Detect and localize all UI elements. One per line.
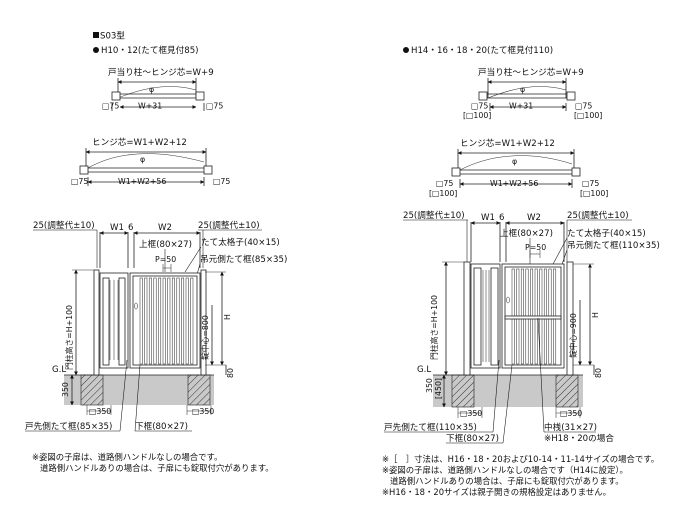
svg-text:φ: φ <box>140 155 145 164</box>
svg-text:H14・16・18・20(たて框見付110): H14・16・18・20(たて框見付110) <box>411 44 553 56</box>
svg-text:G.L: G.L <box>417 365 431 375</box>
lattice-bar <box>185 277 189 365</box>
svg-text:錠中心=800: 錠中心=800 <box>200 315 210 360</box>
svg-text:25(調整代±10): 25(調整代±10) <box>403 209 465 221</box>
lattice-bar <box>153 277 157 365</box>
svg-text:G.L: G.L <box>52 365 66 375</box>
svg-text:W1+W2+56: W1+W2+56 <box>118 177 166 186</box>
svg-text:φ: φ <box>149 85 154 94</box>
svg-text:25(調整代±10): 25(調整代±10) <box>567 209 629 221</box>
svg-text:[□100]: [□100] <box>574 111 602 120</box>
left-note-2: 道路側ハンドルありの場合は、子扉にも錠取付穴があります。 <box>40 463 274 473</box>
svg-text:戸先側たて框(110×35): 戸先側たて框(110×35) <box>384 421 477 433</box>
svg-text:80: 80 <box>594 368 603 378</box>
svg-text:H10・12(たて框見付85): H10・12(たて框見付85) <box>101 44 199 56</box>
model-label: S03型 <box>93 31 125 42</box>
svg-text:□75: □75 <box>582 179 599 188</box>
right-note-3: 道路側ハンドルありの場合は、子扉にも錠取付穴があります。 <box>390 476 624 486</box>
svg-text:錠中心=900: 錠中心=900 <box>568 313 578 358</box>
svg-text:たて太格子(40×15): たて太格子(40×15) <box>201 236 280 248</box>
svg-text:中桟(31×27): 中桟(31×27) <box>544 421 597 433</box>
lattice-bar <box>167 277 171 365</box>
lattice-bar <box>181 277 185 365</box>
svg-text:戸当り柱～ヒンジ芯=W+9: 戸当り柱～ヒンジ芯=W+9 <box>108 66 214 78</box>
svg-text:350: 350 <box>425 378 434 393</box>
svg-text:吊元側たて框(85×35): 吊元側たて框(85×35) <box>200 253 287 265</box>
svg-text:W2: W2 <box>527 213 541 223</box>
svg-text:ヒンジ芯=W1+W2+12: ヒンジ芯=W1+W2+12 <box>460 137 555 149</box>
svg-text:P=50: P=50 <box>525 243 546 252</box>
svg-text:戸先側たて框(85×35): 戸先側たて框(85×35) <box>25 420 112 432</box>
svg-text:P=50: P=50 <box>155 255 176 264</box>
svg-text:吊元側たて框(110×35): 吊元側たて框(110×35) <box>567 239 660 251</box>
svg-text:下框(80×27): 下框(80×27) <box>135 420 188 432</box>
svg-text:門柱高さ=H+100: 門柱高さ=H+100 <box>64 305 74 370</box>
right-heading: H14・16・18・20(たて框見付110) <box>403 44 553 56</box>
svg-text:ヒンジ芯=W1+W2+12: ヒンジ芯=W1+W2+12 <box>92 136 187 148</box>
lattice-bar <box>171 277 175 365</box>
svg-text:25(調整代±10): 25(調整代±10) <box>198 219 260 231</box>
svg-text:W+31: W+31 <box>509 102 533 111</box>
lattice-bar <box>190 277 194 365</box>
svg-text:上框(80×27): 上框(80×27) <box>139 238 192 250</box>
svg-text:25(調整代±10): 25(調整代±10) <box>33 219 95 231</box>
svg-text:[□100]: [□100] <box>580 189 608 198</box>
svg-text:下框(80×27): 下框(80×27) <box>446 432 499 444</box>
svg-text:□75: □75 <box>206 102 223 111</box>
svg-text:H: H <box>223 314 232 320</box>
left-plan-2: ヒンジ芯=W1+W2+12 φ W1+W2+56 □75 □75 <box>71 136 230 186</box>
lattice-bar <box>148 277 152 365</box>
right-plan-2: ヒンジ芯=W1+W2+12 φ W1+W2+56 □75 [□100] □75 … <box>429 137 608 198</box>
svg-text:□75: □75 <box>213 177 230 186</box>
svg-text:6: 6 <box>499 213 504 223</box>
lattice-bar <box>139 277 143 365</box>
svg-text:□75: □75 <box>102 102 119 111</box>
left-elevation: 25(調整代±10) 25(調整代±10) W1 6 W2 上框(80×27) … <box>25 219 287 432</box>
right-elevation: 25(調整代±10) 25(調整代±10) W1 6 W2 上框(80×27) … <box>384 209 660 444</box>
svg-text:6: 6 <box>128 223 133 233</box>
svg-text:80: 80 <box>226 368 235 378</box>
left-plan-1: 戸当り柱～ヒンジ芯=W+9 φ W+31 □75 □75 <box>102 66 223 111</box>
lattice-bar <box>162 277 166 365</box>
svg-text:たて太格子(40×15): たて太格子(40×15) <box>567 227 646 239</box>
svg-text:※H18・20の場合: ※H18・20の場合 <box>544 432 614 444</box>
svg-text:□350: □350 <box>560 409 582 418</box>
svg-text:φ: φ <box>520 85 525 94</box>
svg-text:W+31: W+31 <box>138 102 162 111</box>
svg-text:W1: W1 <box>481 213 495 223</box>
svg-text:門柱高さ=H+100: 門柱高さ=H+100 <box>429 295 439 360</box>
lattice-bar <box>176 277 180 365</box>
left-heading: H10・12(たて框見付85) <box>93 44 199 56</box>
svg-text:W1: W1 <box>110 223 124 233</box>
lattice-bar <box>158 277 162 365</box>
right-note-2: ※姿図の子扉は、道路側ハンドルなしの場合です（H14に設定）。 <box>382 465 628 475</box>
right-note-4: ※H16・18・20サイズは親子開きの規格設定はありません。 <box>382 487 612 497</box>
svg-text:350: 350 <box>61 382 70 397</box>
svg-text:φ: φ <box>512 157 517 166</box>
svg-text:□350: □350 <box>192 407 214 416</box>
left-note-1: ※姿図の子扉は、道路側ハンドルなしの場合です。 <box>32 452 223 462</box>
svg-text:W2: W2 <box>158 223 172 233</box>
svg-text:□75: □75 <box>436 179 453 188</box>
svg-text:H: H <box>591 312 600 318</box>
svg-text:□75: □75 <box>71 177 88 186</box>
svg-text:上框(80×27): 上框(80×27) <box>500 227 553 239</box>
svg-text:W1+W2+56: W1+W2+56 <box>490 179 538 188</box>
svg-text:□75: □75 <box>471 102 488 111</box>
svg-text:□75: □75 <box>575 102 592 111</box>
right-note-1: ※［ ］寸法は、H16・18・20および10-14・11-14サイズの場合です。 <box>382 454 660 464</box>
svg-text:戸当り柱～ヒンジ芯=W+9: 戸当り柱～ヒンジ芯=W+9 <box>478 66 584 78</box>
svg-text:□350: □350 <box>89 407 111 416</box>
lattice-bar <box>144 277 148 365</box>
svg-text:[450]: [450] <box>434 378 443 399</box>
svg-text:[□100]: [□100] <box>463 111 491 120</box>
svg-text:[□100]: [□100] <box>429 189 457 198</box>
svg-text:S03型: S03型 <box>100 31 125 42</box>
right-plan-1: 戸当り柱～ヒンジ芯=W+9 φ W+31 □75 [□100] □75 [□10… <box>463 66 602 120</box>
svg-text:□350: □350 <box>460 409 482 418</box>
